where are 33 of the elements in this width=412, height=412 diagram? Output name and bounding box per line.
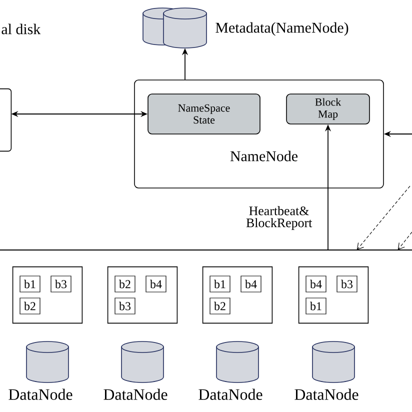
component-box: Block Map [286, 94, 370, 124]
edge-label: Heartbeat& BlockReport [245, 205, 313, 231]
node-label: DataNode [104, 388, 168, 400]
block-box: b4 [306, 276, 326, 292]
database-cylinder: DataNode [198, 341, 262, 400]
server-box [298, 266, 369, 324]
block-box: b2 [114, 276, 136, 292]
block-box: b1 [20, 276, 40, 292]
block-box: b2 [210, 298, 230, 314]
server-box [202, 266, 273, 324]
database-cylinder: DataNode [294, 341, 358, 400]
block-box: b2 [20, 298, 40, 314]
arrow [398, 232, 412, 250]
storage-box [0, 88, 12, 152]
block-box: b4 [146, 276, 166, 292]
block-box: b4 [240, 276, 262, 292]
server-box [12, 266, 83, 324]
component-box: NameSpace State [148, 94, 260, 134]
database-cylinder: DataNode [104, 341, 168, 400]
block-box: b1 [306, 298, 326, 314]
node-label: DataNode [294, 388, 358, 400]
block-box: b3 [336, 276, 358, 292]
block-box: b1 [210, 276, 230, 292]
database-cylinder: DataNode [8, 341, 72, 400]
caption-text: al disk [2, 24, 41, 34]
block-box: b3 [114, 298, 136, 314]
database-cylinder: Metadata(NameNode) [142, 8, 348, 48]
server-box [107, 266, 178, 324]
arrow [356, 186, 410, 250]
node-label: DataNode [198, 388, 262, 400]
block-box: b3 [50, 276, 72, 292]
node-label: Metadata(NameNode) [216, 22, 348, 36]
node-label: DataNode [8, 388, 72, 400]
